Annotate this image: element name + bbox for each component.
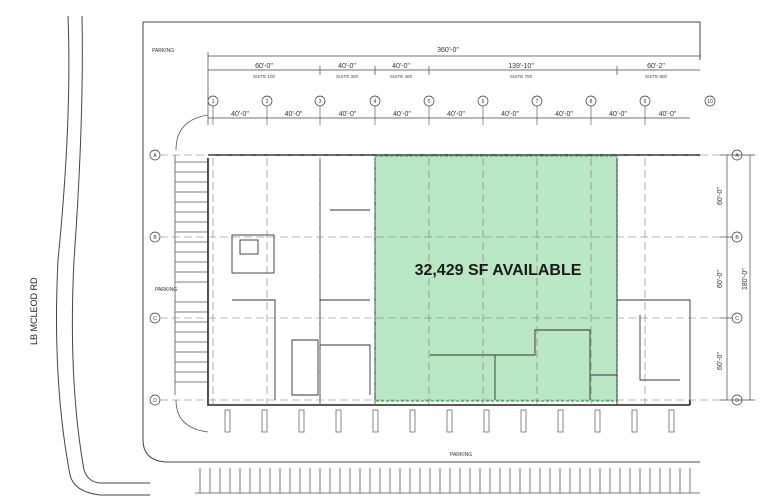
suite-700-width: 139'-10" bbox=[508, 63, 534, 70]
parking-label-top: PARKING bbox=[152, 48, 174, 54]
bollard bbox=[372, 409, 379, 433]
road-label: LB MCLEOD RD bbox=[29, 277, 39, 345]
row-label-left-C: C bbox=[153, 316, 157, 322]
bay-dimension: 40'-0" bbox=[609, 111, 627, 118]
bollard bbox=[483, 409, 490, 433]
available-area bbox=[374, 155, 618, 402]
row-bc-dimension: 60'-0" bbox=[717, 270, 724, 288]
bay-dimension: 40'-0" bbox=[231, 111, 249, 118]
suite-300-name: SUITE 300 bbox=[336, 74, 359, 79]
column-grid: 1 2 3 4 5 6 7 8 9 10 40'-0" 40'-0" 40'-0" 40'-0" 40'-0… bbox=[207, 95, 716, 125]
bay-dimension: 40'-0" bbox=[555, 111, 573, 118]
bay-dimension: 40'-0" bbox=[339, 111, 357, 118]
bollard bbox=[594, 409, 601, 433]
overall-dimension: 360'-0" bbox=[437, 47, 459, 54]
column-label-5: 5 bbox=[428, 99, 431, 105]
column-label-4: 4 bbox=[374, 99, 377, 105]
column-label-3: 3 bbox=[319, 99, 322, 105]
column-label-1: 1 bbox=[212, 99, 215, 105]
row-label-left-B: B bbox=[153, 235, 157, 241]
row-label-right-D: D bbox=[735, 398, 739, 404]
left-parking-stalls bbox=[174, 114, 209, 433]
site-boundary bbox=[142, 21, 701, 463]
suite-400-width: 40'-0" bbox=[392, 63, 410, 70]
suite-300-width: 40'-0" bbox=[338, 63, 356, 70]
bollard bbox=[409, 409, 416, 433]
column-label-9: 9 bbox=[644, 99, 647, 105]
bollard bbox=[557, 409, 564, 433]
row-label-left-A: A bbox=[153, 153, 157, 159]
suite-700-name: SUITE 700 bbox=[510, 74, 533, 79]
bay-dimension: 40'-0" bbox=[285, 111, 303, 118]
bollard bbox=[668, 409, 675, 433]
bay-dimension: 40'-0" bbox=[393, 111, 411, 118]
bollard bbox=[631, 409, 638, 433]
suite-100-name: SUITE 100 bbox=[253, 74, 276, 79]
row-label-right-B: B bbox=[735, 235, 739, 241]
bay-dimension: 40'-0" bbox=[501, 111, 519, 118]
bollard bbox=[224, 409, 231, 433]
grid-dashed-lines bbox=[160, 154, 732, 405]
row-label-left-D: D bbox=[153, 398, 157, 404]
suite-800-name: SUITE 800 bbox=[645, 74, 668, 79]
column-label-6: 6 bbox=[482, 99, 485, 105]
bollard bbox=[298, 409, 305, 433]
bollard bbox=[335, 409, 342, 433]
suite-400-name: SUITE 400 bbox=[390, 74, 413, 79]
bollard bbox=[446, 409, 453, 433]
available-label: 32,429 SF AVAILABLE bbox=[415, 262, 582, 279]
bottom-stall-lines bbox=[199, 409, 691, 493]
column-label-2: 2 bbox=[266, 99, 269, 105]
bollard bbox=[520, 409, 527, 433]
parking-label-bottom: PARKING bbox=[450, 452, 472, 458]
column-label-10: 10 bbox=[707, 99, 713, 105]
bay-dimension: 40'-0" bbox=[447, 111, 465, 118]
right-dimension-lines bbox=[720, 154, 755, 401]
bollard bbox=[261, 409, 268, 433]
row-label-right-A: A bbox=[735, 153, 739, 159]
parking-label-left: PARKING bbox=[155, 287, 177, 293]
row-ab-dimension: 60'-0" bbox=[717, 187, 724, 205]
row-cd-dimension: 60'-0" bbox=[717, 352, 724, 370]
column-label-7: 7 bbox=[536, 99, 539, 105]
column-bubble-10 bbox=[704, 95, 716, 107]
row-label-right-C: C bbox=[735, 316, 739, 322]
overall-depth-dimension: 180'-0" bbox=[742, 268, 749, 290]
top-dimension-lines bbox=[207, 52, 700, 125]
suite-800-width: 60'-2" bbox=[647, 63, 665, 70]
suite-100-width: 60'-0" bbox=[255, 63, 273, 70]
road-curve bbox=[56, 15, 150, 496]
bay-dimension: 40'-0" bbox=[659, 111, 677, 118]
column-label-8: 8 bbox=[590, 99, 593, 105]
